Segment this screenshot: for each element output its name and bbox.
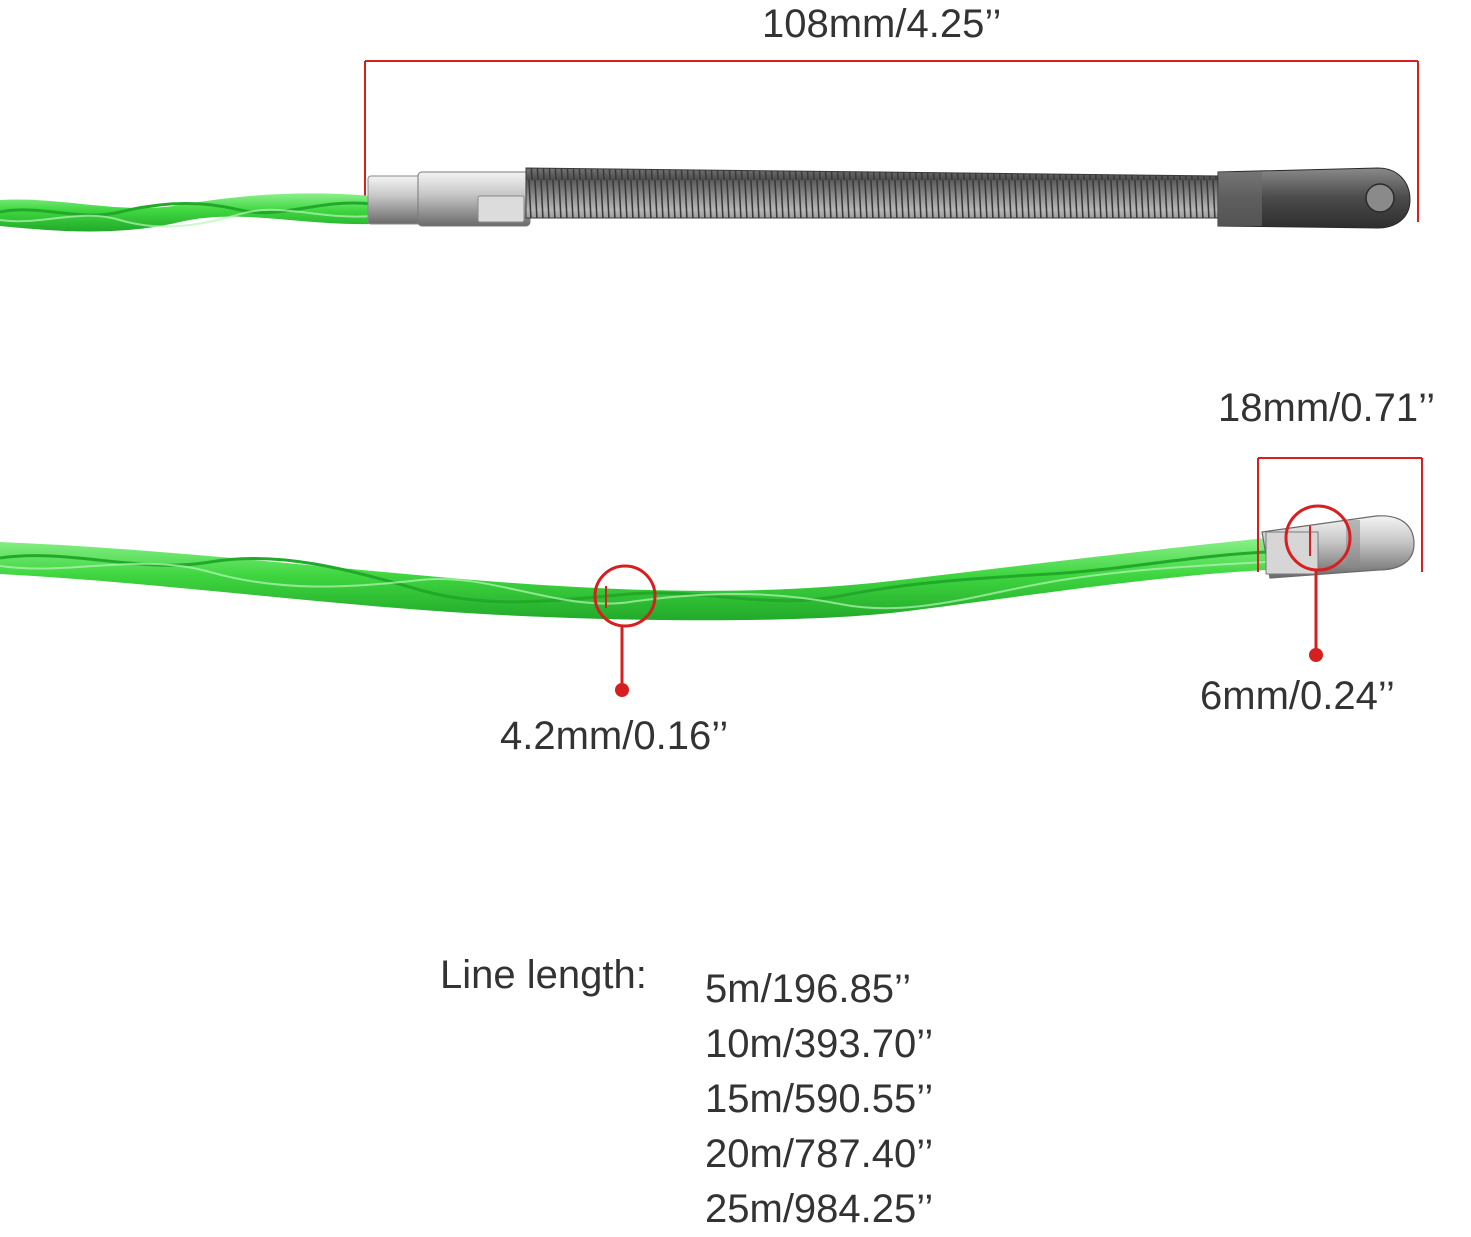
line-length-option: 15m/590.55’’ <box>705 1077 934 1121</box>
line-length-heading: Line length: <box>440 953 647 997</box>
middle-cable-assembly <box>0 457 1423 697</box>
top-crimp-sleeve <box>367 171 531 227</box>
line-diameter-label: 4.2mm/0.16’’ <box>500 714 729 758</box>
line-length-option: 10m/393.70’’ <box>705 1022 934 1066</box>
top-green-line <box>0 193 373 232</box>
line-length-option: 5m/196.85’’ <box>705 967 912 1011</box>
end-cap-diameter-callout <box>1284 504 1352 662</box>
line-length-option: 20m/787.40’’ <box>705 1132 934 1176</box>
line-diameter-callout <box>593 564 657 697</box>
top-spring <box>525 167 1223 219</box>
tip-length-bracket <box>364 60 1419 222</box>
end-cap-diameter-label: 6mm/0.24’’ <box>1200 674 1395 718</box>
middle-green-line <box>0 538 1267 621</box>
middle-bullet-end-cap <box>1261 515 1415 579</box>
top-cable-assembly <box>0 60 1419 232</box>
line-length-options: 5m/196.85’’ 10m/393.70’’ 15m/590.55’’ 20… <box>705 962 933 1237</box>
end-cap-length-bracket <box>1257 457 1423 572</box>
tip-length-label: 108mm/4.25’’ <box>762 2 1002 46</box>
line-length-option: 25m/984.25’’ <box>705 1187 934 1231</box>
end-cap-length-label: 18mm/0.71’’ <box>1218 386 1436 430</box>
top-dark-end-cap <box>1217 167 1411 229</box>
